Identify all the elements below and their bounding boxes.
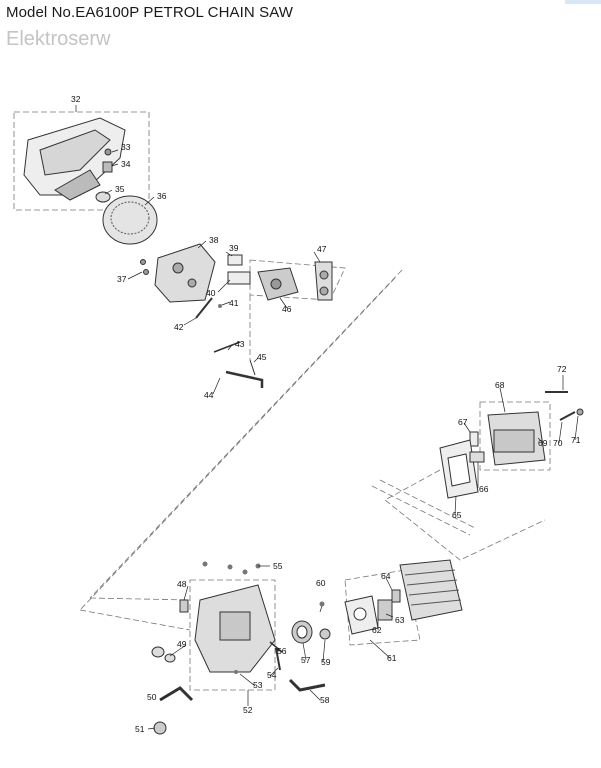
cap-part-35 (95, 191, 111, 203)
label-70: 70 (553, 438, 563, 448)
screw-part-33 (104, 148, 112, 156)
label-44: 44 (204, 390, 214, 400)
screws-part-55 (202, 561, 261, 575)
leader-lines (75, 105, 579, 730)
label-34: 34 (121, 159, 131, 169)
fuel-filter-part-51 (153, 721, 167, 735)
screw-part-37a (140, 259, 146, 265)
screw-part-37b (143, 269, 149, 275)
label-67: 67 (458, 417, 468, 427)
bracket-part-42 (195, 297, 213, 319)
washer-part-59 (319, 628, 331, 640)
assembly-guide-lines (13, 111, 551, 691)
label-32: 32 (71, 94, 81, 104)
gasket-part-62 (344, 595, 379, 635)
label-56: 56 (277, 646, 287, 656)
label-42: 42 (174, 322, 184, 332)
label-72: 72 (557, 364, 567, 374)
model-title: Model No.EA6100P PETROL CHAIN SAW (6, 4, 294, 21)
plate-part-66 (469, 451, 485, 463)
label-53: 53 (253, 680, 263, 690)
screw-part-53 (234, 670, 238, 674)
label-65: 65 (452, 510, 462, 520)
label-38: 38 (209, 235, 219, 245)
air-filter-part-36 (102, 195, 158, 245)
bearing-part-49 (151, 646, 176, 663)
label-50: 50 (147, 692, 157, 702)
pin-part-54 (275, 647, 281, 671)
label-37: 37 (117, 274, 127, 284)
intake-part-47 (314, 261, 333, 301)
muffler-part-68 (487, 411, 546, 466)
clip-part-34 (102, 161, 113, 173)
label-69: 69 (538, 438, 548, 448)
label-47: 47 (317, 244, 327, 254)
seal-part-57 (291, 620, 313, 644)
crankcase-group-box (189, 579, 276, 691)
gasket-part-40 (227, 271, 251, 285)
crankcase-part-52 (194, 584, 276, 673)
label-64: 64 (381, 571, 391, 581)
label-41: 41 (229, 298, 239, 308)
screw-part-70 (559, 411, 576, 421)
label-33: 33 (121, 142, 131, 152)
label-71: 71 (571, 435, 581, 445)
label-39: 39 (229, 243, 239, 253)
top-cover-part (23, 117, 126, 201)
gasket-part-65 (439, 439, 479, 499)
label-48: 48 (177, 579, 187, 589)
label-55: 55 (273, 561, 283, 571)
label-63: 63 (395, 615, 405, 625)
gasket-part-39 (227, 254, 243, 266)
clip-part-56 (269, 641, 283, 653)
cylinder-group-box (344, 569, 421, 646)
hose-part-58 (288, 678, 326, 692)
label-35: 35 (115, 184, 125, 194)
part-number-labels: 32 33 34 35 36 37 38 39 40 41 42 43 44 4… (71, 94, 581, 734)
muffler-group-box (479, 401, 551, 471)
label-51: 51 (135, 724, 145, 734)
rod-part-45 (249, 359, 256, 376)
spacer-part-67 (469, 431, 479, 447)
brand-subtitle: Elektroserw (6, 28, 111, 50)
part-63 (377, 599, 393, 621)
label-59: 59 (321, 657, 331, 667)
label-60: 60 (316, 578, 326, 588)
label-54: 54 (267, 670, 277, 680)
screw-part-60 (319, 601, 325, 607)
label-68: 68 (495, 380, 505, 390)
corner-watermark (565, 0, 601, 4)
label-43: 43 (235, 339, 245, 349)
part-64 (391, 589, 401, 603)
label-52: 52 (243, 705, 253, 715)
screw-part-41 (218, 304, 222, 308)
label-61: 61 (387, 653, 397, 663)
label-57: 57 (301, 655, 311, 665)
lever-part-44 (225, 370, 264, 388)
carburettor-part-46 (257, 267, 299, 301)
cover-group-box (13, 111, 150, 211)
label-66: 66 (479, 484, 489, 494)
nut-part-71 (576, 408, 584, 416)
label-46: 46 (282, 304, 292, 314)
label-62: 62 (372, 625, 382, 635)
cylinder-part-61 (399, 559, 463, 621)
wire-part-43 (213, 341, 241, 353)
filter-base-part-38 (154, 243, 216, 303)
fuel-line-part-50 (159, 686, 194, 702)
label-49: 49 (177, 639, 187, 649)
label-58: 58 (320, 695, 330, 705)
dowel-part-48 (179, 599, 189, 613)
label-36: 36 (157, 191, 167, 201)
label-40: 40 (206, 288, 216, 298)
label-45: 45 (257, 352, 267, 362)
